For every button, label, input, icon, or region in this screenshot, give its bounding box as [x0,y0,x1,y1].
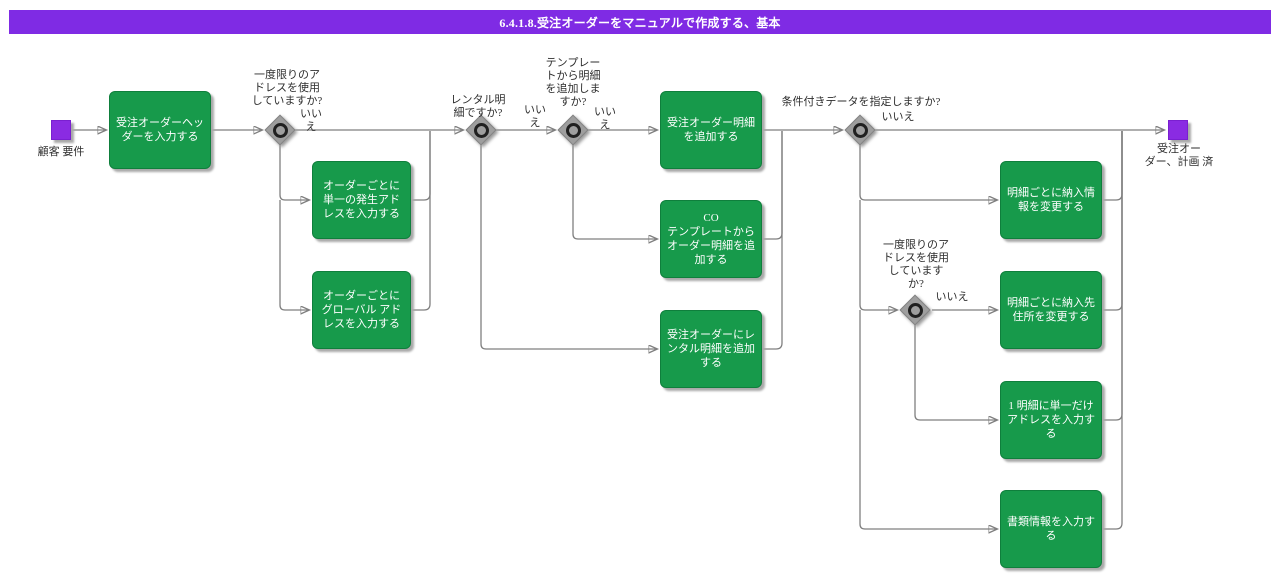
start-event-customer-requirement[interactable] [51,120,71,140]
edge-gw1-to-single-origin-address [279,145,309,200]
gateway1-question-label: 一度限りのア ドレスを使用 していますか? [251,69,323,107]
edge-gw4-to-enter-document-info [859,310,997,529]
gateway5-question-label: 一度限りのア ドレスを使用 しています か? [883,239,949,290]
edge-gw2-to-add-rental-line [480,145,657,349]
task-change-delivery-info-per-line[interactable]: 明細ごとに納入情報を変更する [1000,161,1102,239]
edge-enter-document-info-merge [1102,131,1123,530]
task-enter-order-header[interactable]: 受注オーダーヘッダーを入力する [109,91,211,169]
start-event-label: 顧客 要件 [37,146,85,158]
end-event-order-planned[interactable] [1168,120,1188,140]
end-event-label: 受注オー ダー、計画 済 [1144,143,1214,168]
gateway3-question-label: テンプレー トから明細 を追加しま すか? [545,57,601,108]
gateway-conditional-data[interactable] [844,114,876,146]
edge-co-template-merge [762,131,783,240]
task-add-order-line[interactable]: 受注オーダー明細を追加する [660,91,762,169]
gateway-circle-icon [907,302,923,318]
edge-change-delivery-address-merge [1102,131,1123,311]
gateway4-question-label: 条件付きデータを指定しますか? [781,96,941,108]
diagram-title: 6.4.1.8.受注オーダーをマニュアルで作成する、基本 [499,15,781,30]
edge-global-address-merge [411,131,431,311]
gateway2-no-label: いい え [524,104,546,129]
gateway1-no-label: いい え [300,108,322,133]
task-add-line-from-co-template[interactable]: CO テンプレートからオーダー明細を追加する [660,200,762,278]
gateway-circle-icon [852,122,868,138]
edge-gw1-to-global-address [279,200,309,310]
gateway4-no-label: いいえ [881,111,915,123]
edge-change-delivery-info-merge [1102,131,1123,201]
gateway-rental-line[interactable] [465,114,497,146]
edge-gw4-to-gw5 [859,200,897,310]
gateway-circle-icon [565,122,581,138]
edge-gw4-to-change-delivery-info [859,145,997,200]
task-enter-single-origin-address[interactable]: オーダーごとに単一の発生アドレスを入力する [312,161,411,239]
edge-single-address-line-merge [1102,131,1123,421]
gateway-circle-icon [473,122,489,138]
gateway5-no-label: いいえ [935,291,969,303]
gateway-one-time-address[interactable] [264,114,296,146]
edge-gw3-to-co-template [572,145,657,239]
gateway3-no-label: いい え [594,106,616,131]
task-enter-global-address[interactable]: オーダーごとにグローバル アドレスを入力する [312,271,411,349]
task-add-rental-line[interactable]: 受注オーダーにレンタル明細を追加する [660,310,762,388]
gateway-one-time-address-line[interactable] [899,294,931,326]
gateway-add-from-template[interactable] [557,114,589,146]
diagram-title-bar: 6.4.1.8.受注オーダーをマニュアルで作成する、基本 [9,10,1271,34]
task-enter-document-info[interactable]: 書類情報を入力する [1000,490,1102,568]
edge-gw5-to-single-address-line [914,325,997,420]
edge-add-rental-line-merge [762,131,783,350]
gateway2-question-label: レンタル明 細ですか? [450,94,506,119]
task-change-delivery-address-per-line[interactable]: 明細ごとに納入先住所を変更する [1000,271,1102,349]
gateway-circle-icon [272,122,288,138]
edge-single-origin-address-merge [411,131,431,201]
task-enter-single-address-for-line[interactable]: 1 明細に単一だけアドレスを入力する [1000,381,1102,459]
